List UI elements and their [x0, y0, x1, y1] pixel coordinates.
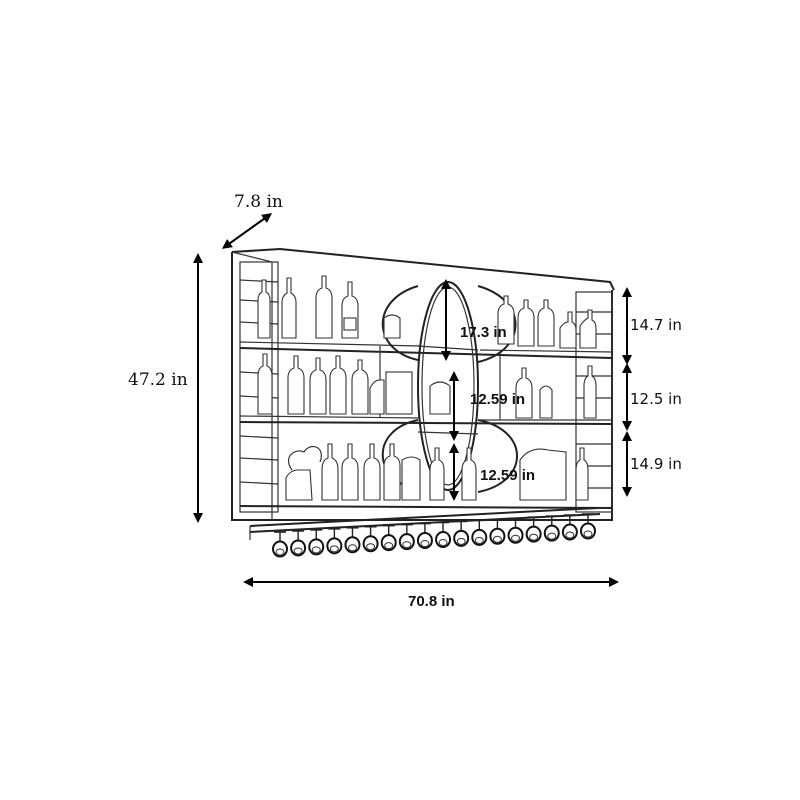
- wine-glass: [543, 515, 560, 542]
- wine-glass: [453, 520, 470, 547]
- wine-glass: [416, 522, 433, 550]
- wine-glass: [435, 521, 452, 548]
- right-bottom-label: 14.9 in: [630, 455, 682, 473]
- cabinet-frame: [231, 247, 615, 521]
- hanging-glasses: [272, 513, 596, 558]
- wine-glass: [507, 517, 524, 544]
- wine-glass: [272, 531, 288, 558]
- wine-glass: [398, 523, 415, 551]
- wine-glass: [489, 518, 506, 545]
- wine-glass: [471, 519, 488, 546]
- wine-glass: [561, 514, 578, 541]
- bottles-top-shelf: [257, 275, 597, 349]
- right-top-label: 14.7 in: [630, 316, 682, 334]
- wine-glass: [362, 525, 379, 553]
- bottles-bottom-shelf: [285, 443, 589, 501]
- wine-glass: [308, 529, 325, 556]
- oval-middle-label: 12.59 in: [470, 391, 525, 408]
- height-label: 47.2 in: [128, 370, 188, 390]
- oval-top-label: 17.3 in: [460, 324, 507, 341]
- width-label: 70.8 in: [408, 593, 455, 610]
- wine-glass: [290, 530, 307, 557]
- dimension-arrows: [193, 213, 632, 587]
- wine-glass: [580, 513, 596, 540]
- wine-glass: [326, 528, 343, 555]
- right-middle-label: 12.5 in: [630, 390, 682, 408]
- wine-glass: [380, 524, 397, 552]
- depth-label: 7.8 in: [234, 192, 283, 212]
- oval-bottom-label: 12.59 in: [480, 467, 535, 484]
- wine-glass: [525, 516, 542, 543]
- wine-glass: [344, 526, 361, 554]
- bottles-middle-shelf: [257, 353, 597, 419]
